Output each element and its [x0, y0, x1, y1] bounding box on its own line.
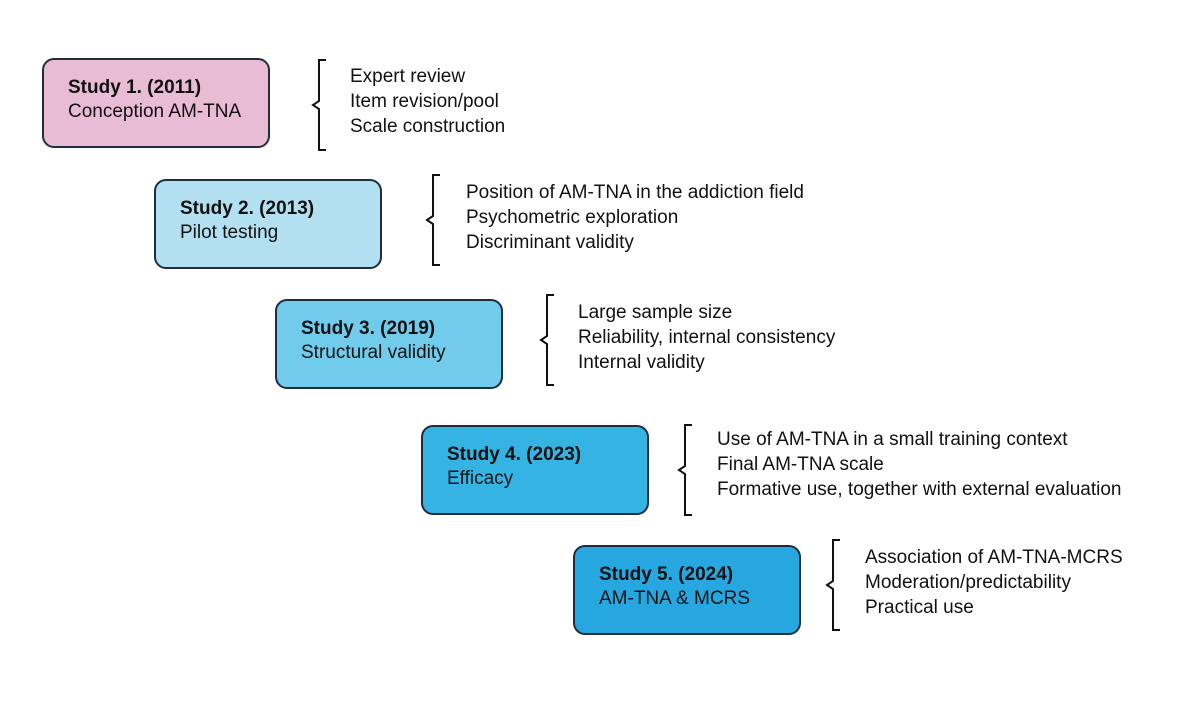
study-4-items: Use of AM-TNA in a small training contex…: [717, 427, 1122, 502]
study-2-box: Study 2. (2013) Pilot testing: [154, 179, 382, 269]
study-4-item: Formative use, together with external ev…: [717, 479, 1122, 500]
study-1-item: Item revision/pool: [350, 91, 499, 112]
study-5-title: Study 5. (2024): [599, 564, 734, 585]
study-1-item: Expert review: [350, 66, 466, 87]
study-1-title: Study 1. (2011): [68, 77, 202, 98]
study-2-item: Discriminant validity: [466, 232, 634, 253]
study-5-subtitle: AM-TNA & MCRS: [599, 588, 750, 609]
study-4-subtitle: Efficacy: [447, 468, 514, 489]
study-2-bracket: [425, 174, 440, 266]
study-5-bracket: [825, 539, 840, 631]
study-2-item: Position of AM-TNA in the addiction fiel…: [466, 182, 804, 203]
study-4-title: Study 4. (2023): [447, 444, 582, 465]
study-2-title: Study 2. (2013): [180, 198, 315, 219]
study-3-box: Study 3. (2019) Structural validity: [275, 299, 503, 389]
study-5-items: Association of AM-TNA-MCRS Moderation/pr…: [865, 545, 1123, 620]
study-2-items: Position of AM-TNA in the addiction fiel…: [466, 180, 804, 255]
study-5-item: Association of AM-TNA-MCRS: [865, 547, 1123, 568]
study-4-item: Final AM-TNA scale: [717, 454, 884, 475]
study-4-item: Use of AM-TNA in a small training contex…: [717, 429, 1068, 450]
study-1-subtitle: Conception AM-TNA: [68, 101, 242, 122]
study-4-box: Study 4. (2023) Efficacy: [421, 425, 649, 515]
study-3-item: Internal validity: [578, 352, 705, 373]
study-3-bracket: [539, 294, 554, 386]
study-5-box: Study 5. (2024) AM-TNA & MCRS: [573, 545, 801, 635]
study-3-item: Large sample size: [578, 302, 733, 323]
study-5-item: Practical use: [865, 597, 974, 618]
study-4-bracket: [677, 424, 692, 516]
study-3-items: Large sample size Reliability, internal …: [578, 300, 835, 375]
study-1-bracket: [311, 59, 326, 151]
study-1-box: Study 1. (2011) Conception AM-TNA: [42, 58, 270, 148]
study-3-subtitle: Structural validity: [301, 342, 446, 363]
study-2-item: Psychometric exploration: [466, 207, 679, 228]
study-5-item: Moderation/predictability: [865, 572, 1071, 593]
study-2-subtitle: Pilot testing: [180, 222, 279, 243]
study-1-item: Scale construction: [350, 116, 506, 137]
study-3-title: Study 3. (2019): [301, 318, 436, 339]
study-3-item: Reliability, internal consistency: [578, 327, 836, 348]
study-1-items: Expert review Item revision/pool Scale c…: [350, 64, 505, 139]
